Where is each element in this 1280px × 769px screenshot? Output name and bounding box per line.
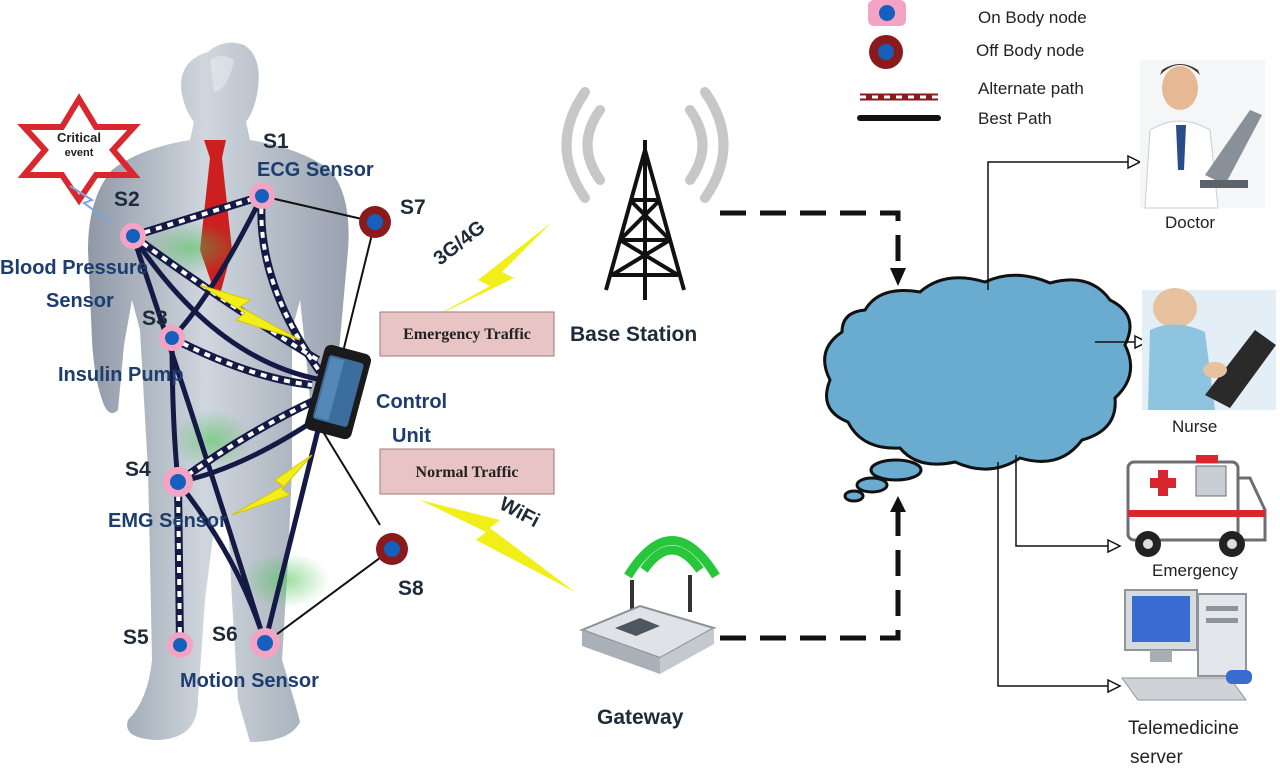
critical-spark-icon xyxy=(69,185,111,223)
s2-name-line2: Sensor xyxy=(46,290,114,312)
server-label-line2: server xyxy=(1130,747,1183,768)
node-s5 xyxy=(167,632,193,658)
legend-off-body-label: Off Body node xyxy=(976,41,1084,60)
network-dashed-links xyxy=(720,210,901,641)
s2-name-line1: Blood Pressure xyxy=(0,257,148,279)
doctor-label: Doctor xyxy=(1165,213,1215,232)
cellular-link-label: 3G/4G xyxy=(430,216,490,270)
s1-name: ECG Sensor xyxy=(257,159,374,181)
s3-id: S3 xyxy=(142,307,168,330)
distribution-lines xyxy=(987,161,1135,687)
emergency-traffic-label: Emergency Traffic xyxy=(403,326,531,343)
node-s4 xyxy=(163,467,193,497)
wifi-lightning-icon xyxy=(420,500,575,592)
s8-id: S8 xyxy=(398,577,424,600)
normal-traffic-box: Normal Traffic xyxy=(379,448,555,495)
nurse-label: Nurse xyxy=(1172,417,1217,436)
node-s8 xyxy=(376,533,408,565)
legend-on-body-label: On Body node xyxy=(978,8,1087,27)
critical-event-star: Critical event xyxy=(17,93,141,223)
s4-name: EMG Sensor xyxy=(108,510,227,532)
control-unit-phone-icon xyxy=(305,344,371,440)
distribution-arrowheads xyxy=(1107,154,1149,694)
emergency-traffic-box: Emergency Traffic xyxy=(379,311,555,357)
critical-label-line1: Critical xyxy=(57,130,101,145)
s1-id: S1 xyxy=(263,130,289,153)
legend-on-body-icon xyxy=(868,0,906,26)
legend-off-body-icon xyxy=(869,35,903,69)
critical-label-line2: event xyxy=(65,147,94,159)
node-s3 xyxy=(159,325,185,351)
ambulance-icon xyxy=(1126,455,1267,557)
base-station-label: Base Station xyxy=(570,323,697,346)
gateway-label: Gateway xyxy=(597,706,684,729)
s7-id: S7 xyxy=(400,196,426,219)
gateway-router-icon xyxy=(579,536,720,674)
doctor-icon xyxy=(1140,60,1265,209)
s6-name: Motion Sensor xyxy=(180,670,319,692)
s4-id: S4 xyxy=(125,458,151,481)
normal-traffic-label: Normal Traffic xyxy=(416,464,519,481)
node-s7 xyxy=(359,206,391,238)
node-s6 xyxy=(250,628,280,658)
s3-name: Insulin Pump xyxy=(58,364,184,386)
legend-alternate-label: Alternate path xyxy=(978,79,1084,98)
legend: On Body node Off Body node Alternate pat… xyxy=(857,0,1087,128)
base-station-tower-icon xyxy=(561,87,729,300)
arrow-heads xyxy=(890,268,906,512)
node-s1 xyxy=(249,183,275,209)
nurse-icon xyxy=(1142,288,1276,410)
thin-links xyxy=(261,195,393,644)
s2-id: S2 xyxy=(114,188,140,211)
internet-cloud-icon xyxy=(823,273,1133,503)
legend-best-label: Best Path xyxy=(978,109,1052,128)
emergency-label: Emergency xyxy=(1152,561,1238,580)
server-label-line1: Telemedicine xyxy=(1128,718,1239,739)
server-computer-icon xyxy=(1121,589,1252,701)
control-unit-line2: Unit xyxy=(392,425,431,447)
control-unit-line1: Control xyxy=(376,391,447,413)
body-lightning-icons xyxy=(199,284,313,516)
node-s2 xyxy=(120,223,146,249)
cellular-lightning-icon xyxy=(432,222,552,318)
s6-id: S6 xyxy=(212,623,238,646)
wifi-link-label: WiFi xyxy=(496,493,543,532)
best-paths xyxy=(130,193,325,646)
s5-id: S5 xyxy=(123,626,149,649)
